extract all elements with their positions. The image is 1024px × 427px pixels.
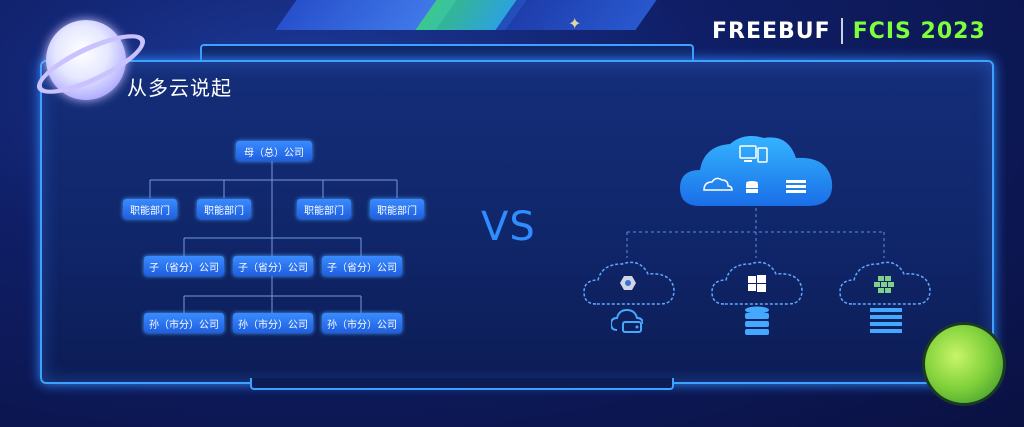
org-subsidiary-label: 子（省分）公司 (149, 259, 219, 274)
org-department-label: 职能部门 (377, 202, 417, 217)
org-department-label: 职能部门 (304, 202, 344, 217)
org-subsidiary-box: 子（省分）公司 (322, 256, 402, 276)
org-grand-subsidiary-label: 孙（市分）公司 (149, 316, 219, 331)
hexagon-cloud-icon (582, 256, 676, 306)
main-cloud-icon (678, 132, 834, 208)
org-department-box: 职能部门 (123, 199, 177, 219)
org-subsidiary-box: 子（省分）公司 (233, 256, 313, 276)
org-department-label: 职能部门 (130, 202, 170, 217)
org-grand-subsidiary-label: 孙（市分）公司 (238, 316, 308, 331)
planet-icon (922, 322, 1006, 406)
database-icon (744, 306, 770, 336)
blocks-cloud-icon (838, 256, 932, 306)
org-grand-subsidiary-box: 孙（市分）公司 (144, 313, 224, 333)
org-root-box: 母（总）公司 (236, 141, 312, 161)
org-subsidiary-label: 子（省分）公司 (238, 259, 308, 274)
org-subsidiary-label: 子（省分）公司 (327, 259, 397, 274)
org-grand-subsidiary-box: 孙（市分）公司 (233, 313, 313, 333)
org-grand-subsidiary-label: 孙（市分）公司 (327, 316, 397, 331)
org-department-label: 职能部门 (204, 202, 244, 217)
org-subsidiary-box: 子（省分）公司 (144, 256, 224, 276)
org-department-box: 职能部门 (370, 199, 424, 219)
windows-cloud-icon (710, 256, 804, 306)
org-department-box: 职能部门 (197, 199, 251, 219)
org-root-label: 母（总）公司 (244, 144, 304, 159)
vs-label: VS (481, 204, 536, 250)
cloud-storage-icon (611, 308, 643, 334)
server-icon (870, 308, 902, 334)
org-department-box: 职能部门 (297, 199, 351, 219)
org-grand-subsidiary-box: 孙（市分）公司 (322, 313, 402, 333)
